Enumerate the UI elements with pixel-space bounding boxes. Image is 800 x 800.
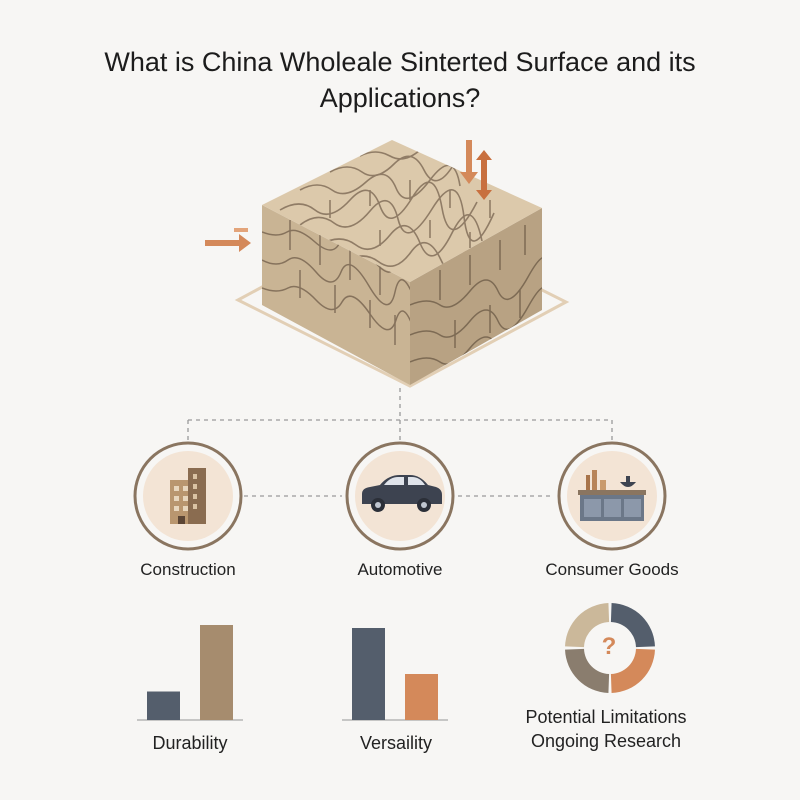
- caption-line-2: Ongoing Research: [530, 731, 682, 751]
- donut-slice: [610, 603, 655, 648]
- application-consumer-goods: [557, 441, 667, 551]
- car-icon: [362, 475, 442, 512]
- title-line-2: Applications?: [319, 83, 481, 113]
- label-automotive: Automotive: [357, 560, 443, 579]
- caption-line-1: Potential Limitations: [525, 707, 687, 727]
- bar: [200, 625, 233, 720]
- page-title: What is China Wholeale Sinterted Surface…: [40, 44, 760, 116]
- application-automotive: [345, 441, 455, 551]
- arrow-right-icon: [205, 234, 251, 252]
- label-durability: Durability: [152, 733, 228, 753]
- title-line-1: What is China Wholeale Sinterted Surface…: [104, 47, 696, 77]
- donut-slice: [610, 648, 655, 693]
- bar: [352, 628, 385, 720]
- donut-slice: [565, 603, 610, 648]
- durability-chart: [137, 625, 243, 721]
- question-mark-icon: ?: [601, 633, 617, 660]
- building-icon: [170, 468, 206, 524]
- kitchen-counter-icon: [578, 470, 646, 521]
- connector-lines: [187, 388, 613, 497]
- arrow-down-icon: [460, 140, 478, 184]
- sintered-stone-block: [262, 140, 542, 385]
- label-versatility: Versaility: [359, 733, 433, 753]
- application-construction: [133, 441, 243, 551]
- versatility-chart: [342, 628, 448, 721]
- research-caption: Potential Limitations Ongoing Research: [496, 705, 716, 753]
- limitations-donut: [565, 603, 655, 693]
- label-consumer-goods: Consumer Goods: [545, 560, 679, 579]
- donut-slice: [565, 648, 610, 693]
- force-arrows: [205, 140, 492, 252]
- bar: [147, 691, 180, 720]
- label-construction: Construction: [140, 560, 236, 579]
- arrow-updown-icon: [476, 150, 492, 200]
- bar: [405, 674, 438, 720]
